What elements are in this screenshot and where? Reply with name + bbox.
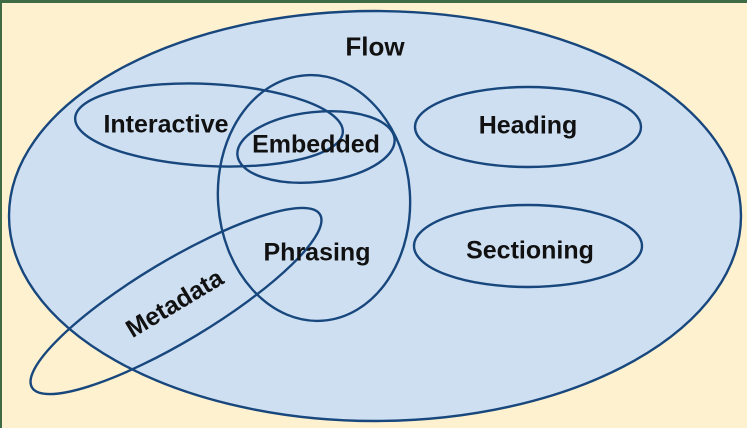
embedded-label: Embedded (252, 130, 380, 159)
interactive-label: Interactive (103, 110, 229, 139)
phrasing-label: Phrasing (263, 238, 371, 267)
left-edge-border (0, 0, 2, 428)
heading-set-ellipse (413, 85, 643, 169)
heading-label: Heading (478, 111, 578, 140)
sectioning-set-ellipse (412, 203, 644, 289)
flow-label: Flow (345, 31, 405, 62)
interactive-set-ellipse (73, 82, 345, 168)
top-edge-border (0, 0, 747, 3)
sectioning-label: Sectioning (466, 236, 594, 265)
flow-set-ellipse (7, 9, 743, 423)
metadata-set-ellipse (29, 206, 323, 396)
phrasing-set-ellipse (216, 73, 412, 323)
embedded-set-ellipse (236, 110, 396, 184)
